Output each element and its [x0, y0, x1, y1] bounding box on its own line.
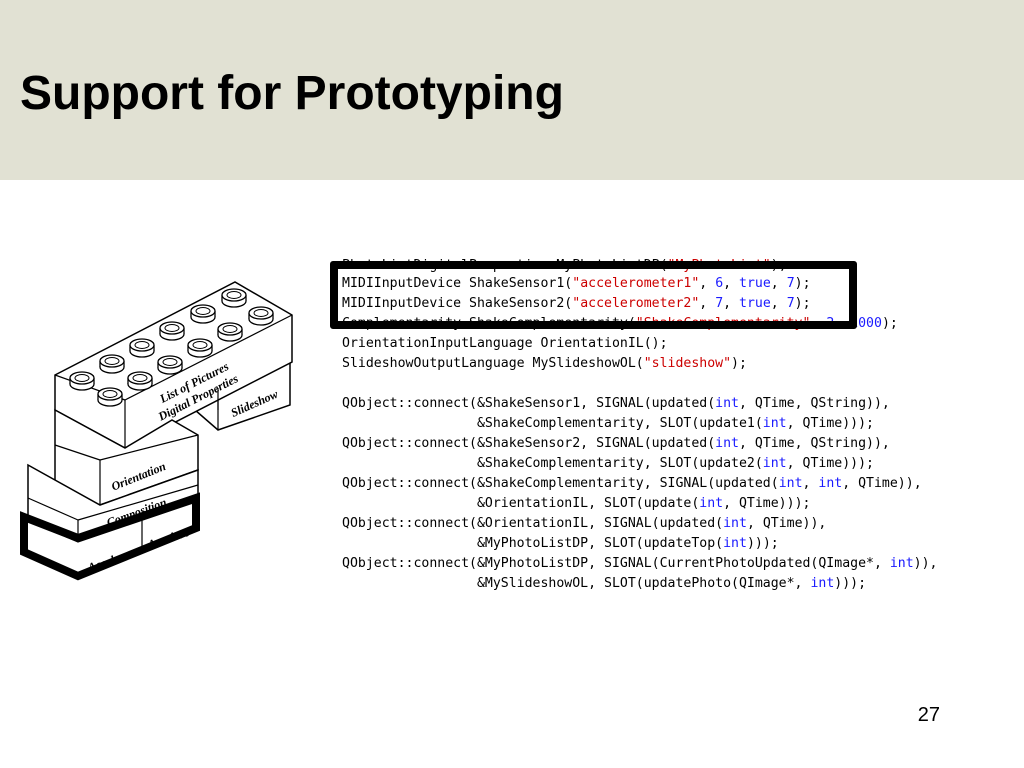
code-token: int — [699, 496, 724, 511]
code-token: , — [723, 296, 740, 311]
code-token: 7 — [715, 296, 724, 311]
code-token: QObject::connect(&MyPhotoListDP, SIGNAL(… — [342, 556, 890, 571]
code-line: QObject::connect(&OrientationIL, SIGNAL(… — [342, 514, 826, 534]
code-token: ); — [731, 356, 747, 371]
code-token: int — [889, 556, 914, 571]
code-line: QObject::connect(&ShakeSensor2, SIGNAL(u… — [342, 434, 890, 454]
slide-title: Support for Prototyping — [20, 67, 564, 120]
code-line: QObject::connect(&ShakeSensor1, SIGNAL(u… — [342, 394, 890, 414]
code-token: MIDIInputDevice ShakeSensor1( — [342, 276, 573, 291]
code-line: OrientationInputLanguage OrientationIL()… — [342, 334, 668, 354]
code-line: MIDIInputDevice ShakeSensor2("accelerome… — [342, 294, 811, 314]
code-token: ); — [881, 316, 898, 331]
code-token: int — [715, 396, 739, 411]
code-line: QObject::connect(&MyPhotoListDP, SIGNAL(… — [342, 554, 938, 574]
code-highlight-box — [330, 261, 857, 329]
code-token: , — [699, 276, 716, 291]
code-token: int — [762, 456, 787, 471]
code-token: , QTime))); — [786, 456, 874, 471]
code-line: &OrientationIL, SLOT(update(int, QTime))… — [342, 494, 810, 514]
code-token: SlideshowOutputLanguage MySlideshowOL( — [342, 356, 644, 371]
code-token: "slideshow" — [643, 356, 732, 371]
code-token: &OrientationIL, SLOT(update( — [342, 496, 700, 511]
code-token: ))); — [746, 536, 779, 551]
code-token: , — [770, 276, 787, 291]
accelero-highlight — [20, 492, 200, 581]
code-token: , QTime)), — [842, 476, 922, 491]
code-line: &MySlideshowOL, SLOT(updatePhoto(QImage*… — [342, 574, 866, 594]
code-token: int — [715, 436, 739, 451]
building-blocks-diagram: List of Pictures Digital Properties Slid… — [20, 281, 293, 581]
code-token: &ShakeComplementarity, SLOT(update1( — [342, 416, 763, 431]
code-token: &MyPhotoListDP, SLOT(updateTop( — [342, 536, 724, 551]
code-line: SlideshowOutputLanguage MySlideshowOL("s… — [342, 354, 747, 374]
code-token: , QTime))); — [723, 496, 811, 511]
code-token: MIDIInputDevice ShakeSensor2( — [342, 296, 573, 311]
code-line: &ShakeComplementarity, SLOT(update1(int,… — [342, 414, 874, 434]
page-number: 27 — [917, 704, 940, 726]
code-token: )), — [913, 556, 938, 571]
code-token: 7 — [786, 296, 795, 311]
code-token: QObject::connect(&ShakeSensor1, SIGNAL(u… — [342, 396, 716, 411]
code-token: , — [699, 296, 716, 311]
code-token: &ShakeComplementarity, SLOT(update2( — [342, 456, 763, 471]
code-token: true — [739, 276, 771, 291]
code-token: &MySlideshowOL, SLOT(updatePhoto(QImage*… — [342, 576, 811, 591]
code-token: , — [802, 476, 819, 491]
code-token: ))); — [834, 576, 867, 591]
code-token: ); — [794, 296, 811, 311]
code-line: MIDIInputDevice ShakeSensor1("accelerome… — [342, 274, 811, 294]
code-token: 1000 — [850, 316, 882, 331]
code-token: int — [778, 476, 803, 491]
code-panel: PhotoListDigitalProperties MyPhotoListDP… — [342, 256, 1012, 606]
code-token: , QTime, QString)), — [739, 396, 890, 411]
code-token: int — [762, 416, 787, 431]
code-line: &ShakeComplementarity, SLOT(update2(int,… — [342, 454, 874, 474]
code-token: QObject::connect(&ShakeComplementarity, … — [342, 476, 779, 491]
code-token: 7 — [786, 276, 795, 291]
code-token: , QTime))); — [786, 416, 874, 431]
code-token: QObject::connect(&ShakeSensor2, SIGNAL(u… — [342, 436, 716, 451]
code-token: 6 — [715, 276, 724, 291]
code-token: true — [739, 296, 771, 311]
code-token: "accelerometer1" — [572, 276, 700, 291]
code-token: int — [810, 576, 835, 591]
code-token: "accelerometer2" — [572, 296, 700, 311]
code-token: , QTime, QString)), — [739, 436, 890, 451]
code-token: QObject::connect(&OrientationIL, SIGNAL(… — [342, 516, 724, 531]
code-line: &MyPhotoListDP, SLOT(updateTop(int))); — [342, 534, 779, 554]
code-line — [342, 374, 350, 394]
code-token: , — [723, 276, 740, 291]
code-token: , — [770, 296, 787, 311]
code-token: ); — [794, 276, 811, 291]
code-token: int — [723, 536, 747, 551]
code-token: OrientationInputLanguage OrientationIL()… — [342, 336, 668, 351]
code-token: int — [818, 476, 843, 491]
header-band — [0, 0, 1024, 180]
code-line: QObject::connect(&ShakeComplementarity, … — [342, 474, 922, 494]
code-token: int — [723, 516, 747, 531]
code-token: , QTime)), — [746, 516, 827, 531]
